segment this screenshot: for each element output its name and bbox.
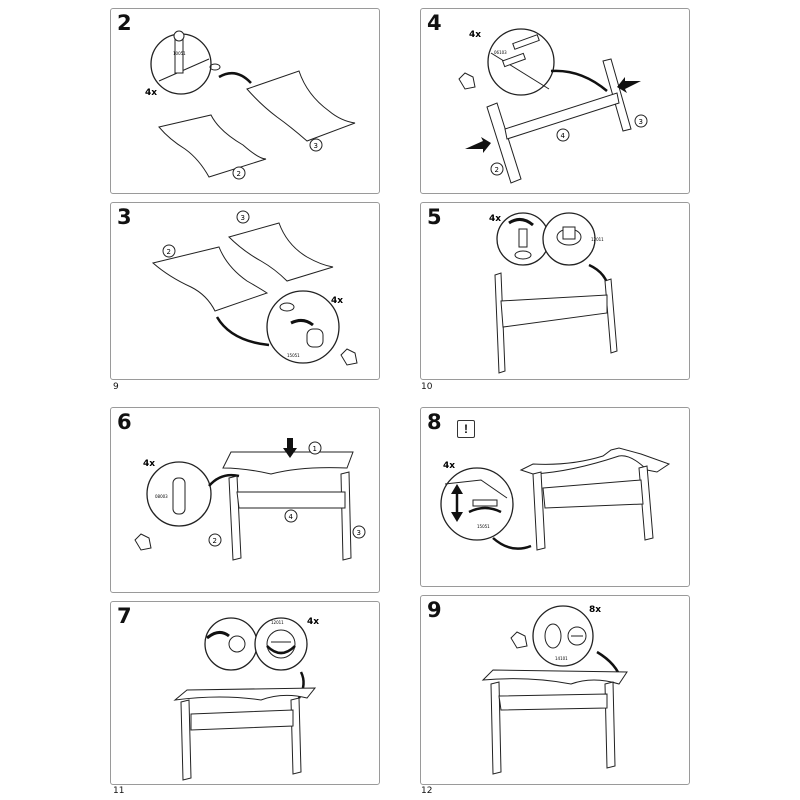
- step-number: 9: [427, 598, 442, 622]
- step-5-panel: 5 12011 4x: [420, 202, 690, 380]
- hand-icon: [510, 631, 528, 649]
- quantity-label: 4x: [489, 214, 501, 224]
- part-code: 12011: [591, 237, 604, 242]
- quantity-label: 4x: [469, 30, 481, 40]
- step-number: 7: [117, 604, 132, 628]
- step-7-illustration: 12011 4x: [173, 617, 319, 781]
- arrow-icon: [617, 77, 641, 93]
- step-6-panel: 6 08003 4x 1 4 2 3: [110, 407, 380, 593]
- step-2-panel: 2 10051 4x 2 3: [110, 8, 380, 194]
- step-4-illustration: 06103 4x 2 4 3: [458, 28, 648, 184]
- part-code: 15051: [287, 353, 300, 358]
- quantity-label: 4x: [143, 459, 155, 469]
- hand-icon: [458, 72, 476, 90]
- part-code: 15051: [477, 524, 490, 529]
- arrow-icon: [451, 512, 463, 522]
- part-code: 06103: [494, 50, 507, 55]
- page-number: 9: [113, 382, 119, 392]
- page-number: 11: [113, 786, 125, 796]
- page-number: 12: [421, 786, 433, 796]
- step-3-panel: 3 2 3 15051 4x: [110, 202, 380, 380]
- part-code: 10051: [173, 51, 186, 56]
- step-number: 3: [117, 205, 132, 229]
- arrow-icon: [465, 137, 491, 153]
- step-8-panel: 8 ! 15051 4x: [420, 407, 690, 587]
- part-callout: 1: [313, 445, 317, 453]
- quantity-label: 8x: [589, 605, 601, 615]
- quantity-label: 4x: [307, 617, 319, 627]
- part-callout: 3: [314, 142, 318, 150]
- exclamation-icon: !: [457, 420, 475, 438]
- part-callout: 2: [237, 170, 241, 178]
- step-6-illustration: 08003 4x 1 4 2 3: [134, 438, 366, 561]
- part-code: 12011: [271, 620, 284, 625]
- step-number: 5: [427, 205, 442, 229]
- part-callout: 2: [167, 248, 171, 256]
- step-number: 2: [117, 11, 132, 35]
- step-4-panel: 4 06103 4x 2 4 3: [420, 8, 690, 194]
- part-callout: 4: [289, 513, 294, 521]
- part-code: 08003: [155, 494, 168, 499]
- step-5-illustration: 12011 4x: [489, 212, 618, 374]
- step-number: 4: [427, 11, 442, 35]
- hand-icon: [340, 348, 358, 366]
- arrow-icon: [283, 438, 297, 458]
- step-9-illustration: 14101 8x: [481, 605, 628, 775]
- step-number: 6: [117, 410, 132, 434]
- part-callout: 3: [639, 118, 643, 126]
- step-7-panel: 7 12011 4x: [110, 601, 380, 785]
- quantity-label: 4x: [443, 461, 455, 471]
- part-callout: 3: [241, 214, 245, 222]
- quantity-label: 4x: [145, 88, 157, 98]
- step-8-illustration: 15051 4x: [440, 447, 671, 551]
- hand-icon: [134, 533, 152, 551]
- part-callout: 2: [213, 537, 217, 545]
- step-number: 8: [427, 410, 442, 434]
- arrow-icon: [451, 484, 463, 494]
- part-code: 14101: [555, 656, 568, 661]
- step-3-illustration: 2 3 15051 4x: [151, 210, 358, 366]
- part-callout: 3: [357, 529, 361, 537]
- step-2-illustration: 10051 4x 2 3: [145, 30, 356, 180]
- part-callout: 2: [495, 166, 499, 174]
- part-callout: 4: [561, 132, 566, 140]
- page-number: 10: [421, 382, 433, 392]
- quantity-label: 4x: [331, 296, 343, 306]
- step-9-panel: 9 14101 8x: [420, 595, 690, 785]
